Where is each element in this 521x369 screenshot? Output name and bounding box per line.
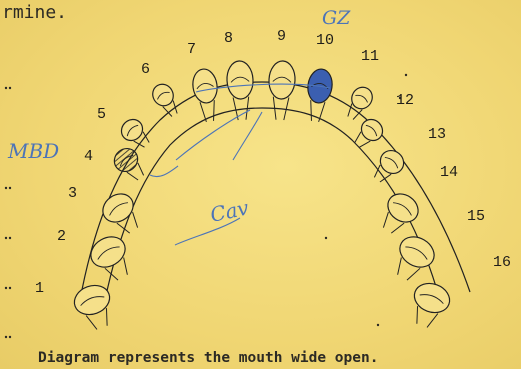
tooth-number-10: 10	[316, 32, 334, 49]
tooth-crown	[85, 231, 130, 273]
margin-dots	[5, 74, 407, 338]
tooth-crown	[226, 60, 254, 99]
tooth-number-9: 9	[277, 28, 286, 45]
tooth-number-12: 12	[396, 92, 414, 109]
tooth-root	[308, 100, 325, 122]
tooth-1	[70, 281, 119, 334]
header-fragment: rmine.	[2, 2, 67, 23]
tooth-2	[85, 231, 138, 287]
tooth-12	[349, 115, 386, 152]
tooth-number-6: 6	[141, 61, 150, 78]
tooth-crown	[97, 188, 138, 228]
tooth-number-7: 7	[187, 41, 196, 58]
tooth-crown	[268, 60, 296, 99]
tooth-9	[267, 60, 296, 120]
tooth-crown	[410, 279, 453, 318]
tooth-number-13: 13	[428, 126, 446, 143]
annotation-cav: Cav	[208, 195, 251, 227]
tooth-number-5: 5	[97, 106, 106, 123]
tooth-10	[303, 67, 334, 123]
tooth-crown	[110, 144, 143, 176]
tooth-number-1: 1	[35, 280, 44, 297]
annotation-mbd: MBD	[7, 139, 59, 163]
tooth-crown	[394, 231, 439, 273]
tooth-5	[117, 115, 154, 152]
tooth-crown	[191, 67, 219, 104]
tooth-13	[368, 146, 408, 188]
tooth-16	[405, 279, 454, 332]
tooth-number-4: 4	[84, 148, 93, 165]
tooth-11	[342, 83, 376, 123]
tooth-crown	[382, 188, 423, 228]
tooth-14	[374, 188, 423, 239]
annotation-gz: GZ	[322, 7, 351, 29]
tooth-4	[110, 144, 150, 186]
tooth-number-2: 2	[57, 228, 66, 245]
tooth-15	[387, 231, 440, 287]
tooth-number-16: 16	[493, 254, 511, 271]
tooth-root	[233, 97, 250, 121]
tooth-number-8: 8	[224, 30, 233, 47]
tooth-crown	[70, 281, 113, 320]
tooth-number-14: 14	[440, 164, 458, 181]
tooth-3	[97, 188, 146, 239]
tooth-number-11: 11	[361, 48, 379, 65]
diagram-caption: Diagram represents the mouth wide open.	[38, 350, 378, 366]
tooth-number-3: 3	[68, 185, 77, 202]
tooth-root	[200, 100, 217, 122]
tooth-number-15: 15	[467, 208, 485, 225]
tooth-crown	[149, 80, 177, 109]
tooth-crown	[357, 115, 387, 145]
